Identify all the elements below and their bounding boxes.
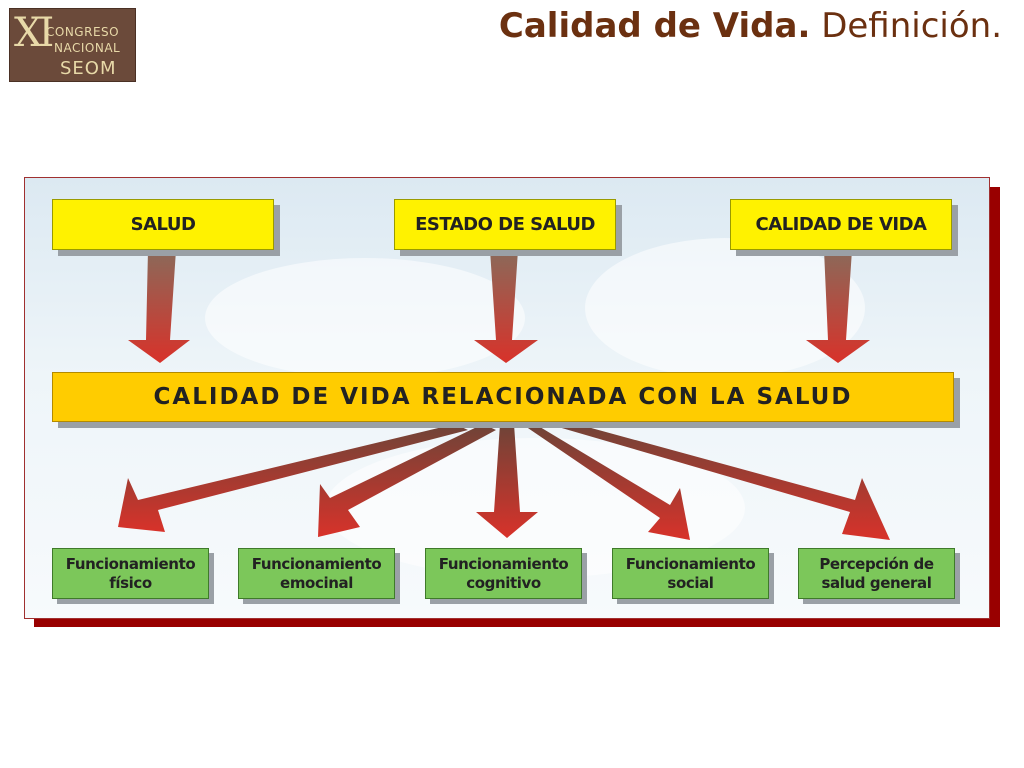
arrow-estado-to-central [474,250,538,363]
dimension-box-fisico: Funcionamiento físico [52,548,209,599]
concept-box-estado-de-salud: ESTADO DE SALUD [394,199,616,250]
dimension-box-cognitivo: Funcionamiento cognitivo [425,548,582,599]
dimension-box-emocional: Funcionamiento emocinal [238,548,395,599]
congress-logo: XI CONGRESO NACIONAL SEOM [9,8,136,82]
arrow-calidad-to-central [806,250,870,363]
arrow-central-to-emocional [318,424,496,537]
slide-title: Calidad de Vida. Definición. [499,6,1002,46]
concept-box-salud: SALUD [52,199,274,250]
logo-line-2: NACIONAL [54,41,121,55]
arrow-central-to-percepcion [548,420,890,540]
slide-title-normal: Definición. [821,6,1002,46]
dimension-box-percepcion: Percepción de salud general [798,548,955,599]
arrow-salud-to-central [128,250,190,363]
arrow-central-to-cognitivo [476,424,538,538]
background-cloud [585,238,865,378]
background-cloud [205,258,525,378]
concept-box-calidad-de-vida: CALIDAD DE VIDA [730,199,952,250]
logo-line-1: CONGRESO [46,25,120,39]
slide-title-bold: Calidad de Vida. [498,6,811,46]
arrow-central-to-social [522,424,690,540]
logo-line-3: SEOM [60,58,117,79]
logo-roman-numeral: XI [14,10,54,56]
dimension-box-social: Funcionamiento social [612,548,769,599]
central-box-calidad-de-vida-relacionada: CALIDAD DE VIDA RELACIONADA CON LA SALUD [52,372,954,422]
arrow-central-to-fisico [118,424,468,532]
